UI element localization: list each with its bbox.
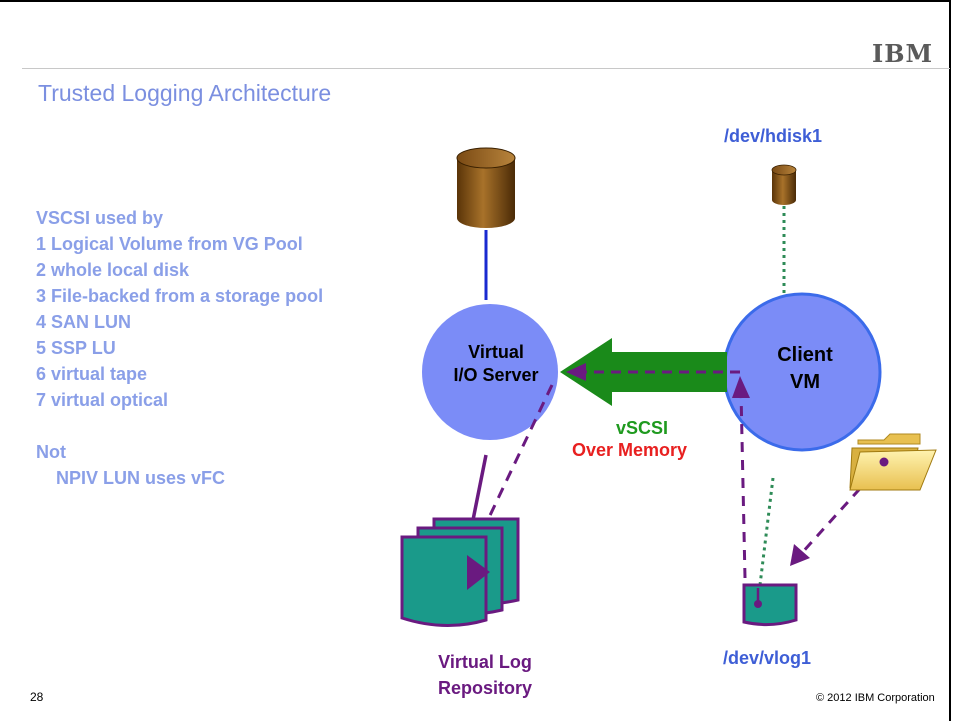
list-item: 2 whole local disk: [36, 260, 190, 280]
vio-server-label-line1: Virtual: [468, 342, 524, 362]
vscsi-label: vSCSI: [616, 418, 669, 438]
list-item: 3 File-backed from a storage pool: [36, 286, 324, 306]
log-repository-label: Virtual Log Repository: [400, 649, 570, 701]
list-item: 4 SAN LUN: [36, 312, 132, 332]
vio-disk-icon: [456, 147, 516, 228]
slide-number: 28: [30, 690, 44, 704]
log-repository-label-line2: Repository: [437, 678, 533, 698]
client-vm-label-line2: VM: [790, 371, 820, 393]
vio-server-label: Virtual I/O Server: [426, 341, 566, 387]
vlog1-label: /dev/vlog1: [723, 648, 812, 668]
list-item: 1 Logical Volume from VG Pool: [36, 234, 303, 254]
hdisk1-label: /dev/hdisk1: [724, 126, 823, 146]
log-repository-label-line1: Virtual Log: [438, 652, 532, 672]
over-memory-label: Over Memory: [572, 440, 688, 460]
folder-icon: [849, 433, 937, 491]
header-rule: [22, 68, 950, 69]
client-vlog-dotted-link: [758, 477, 775, 586]
client-vm-label: Client VM: [740, 342, 870, 396]
list-item: 6 virtual tape: [36, 364, 148, 384]
not-item: NPIV LUN uses vFC: [56, 468, 226, 488]
vscsi-arrow-icon: [560, 338, 727, 406]
vlog1-file-icon: [742, 583, 798, 627]
log-repository-icon: [400, 517, 520, 627]
vscsi-list: VSCSI used by 1 Logical Volume from VG P…: [36, 205, 323, 491]
hdisk1-disk-icon: [771, 164, 797, 205]
vio-server-circle: [422, 304, 558, 440]
ibm-logo: IBM: [872, 39, 934, 68]
list-item: 7 virtual optical: [36, 390, 169, 410]
list-item: 5 SSP LU: [36, 338, 116, 358]
slide-title: Trusted Logging Architecture: [38, 80, 332, 106]
client-vm-label-line1: Client: [777, 344, 833, 366]
vio-server-label-line2: I/O Server: [453, 365, 539, 385]
not-heading: Not: [36, 442, 66, 462]
vscsi-list-heading: VSCSI used by: [36, 208, 164, 228]
copyright: © 2012 IBM Corporation: [816, 692, 935, 704]
